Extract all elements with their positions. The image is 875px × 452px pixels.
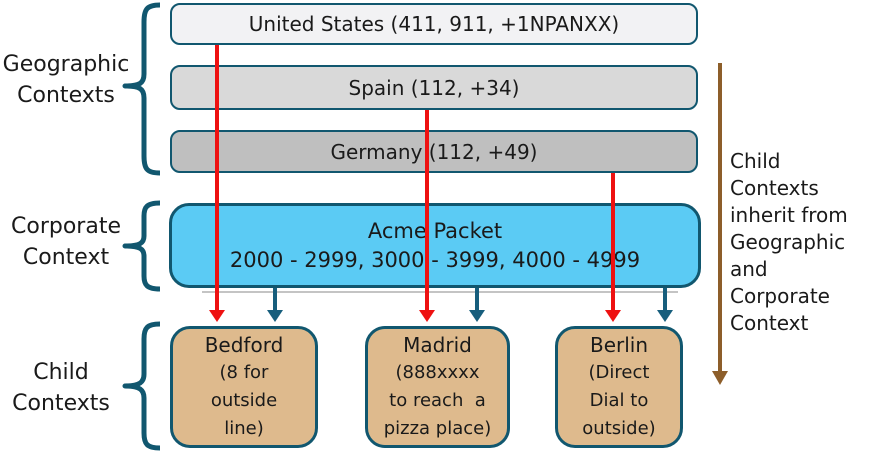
geographic-bar-germany: Germany (112, +49) — [170, 130, 698, 173]
corporate-box-extension-ranges: 2000 - 2999, 3000 - 3999, 4000 - 4999 — [229, 247, 641, 272]
child-brace-icon — [122, 321, 161, 451]
geographic-brace-icon — [122, 2, 161, 176]
geographic-bar-label: United States (411, 911, +1NPANXX) — [248, 12, 620, 36]
child-box-bedford: Bedford (8 for outside line) — [170, 326, 318, 448]
red-arrow-us-to-bedford-icon — [209, 45, 225, 322]
corporate-box-title: Acme Packet — [367, 218, 503, 243]
arrow-head — [657, 310, 673, 322]
geographic-bar-united-states: United States (411, 911, +1NPANXX) — [170, 3, 698, 45]
teal-arrow-corporate-to-madrid-icon — [469, 288, 485, 322]
geographic-bar-spain: Spain (112, +34) — [170, 65, 698, 110]
arrow-head — [419, 310, 435, 322]
child-box-detail: (Direct Dial to outside) — [582, 362, 656, 439]
child-box-detail: (8 for outside line) — [210, 362, 278, 439]
child-box-madrid: Madrid (888xxxx to reach a pizza place) — [365, 326, 510, 448]
arrow-stem — [611, 173, 615, 312]
red-arrow-spain-to-madrid-icon — [419, 110, 435, 322]
arrow-head — [712, 371, 728, 385]
label-corporate-context: Corporate Context — [11, 214, 121, 270]
corporate-brace-icon — [122, 200, 161, 292]
arrow-head — [209, 310, 225, 322]
arrow-stem — [425, 110, 429, 312]
child-box-title: Bedford — [204, 333, 284, 357]
red-arrow-germany-to-berlin-icon — [605, 173, 621, 322]
label-child-contexts: Child Contexts — [12, 360, 110, 416]
label-geographic-contexts: Geographic Contexts — [2, 52, 130, 108]
teal-arrow-corporate-to-berlin-icon — [657, 288, 673, 322]
inheritance-annotation: Child Contexts inherit from Geographic a… — [730, 149, 848, 335]
arrow-head — [267, 310, 283, 322]
corporate-context-box: Acme Packet 2000 - 2999, 3000 - 3999, 40… — [169, 203, 701, 288]
child-box-title: Madrid — [403, 333, 472, 357]
arrow-head — [469, 310, 485, 322]
child-box-detail: (888xxxx to reach a pizza place) — [383, 362, 492, 439]
arrow-stem — [663, 288, 667, 312]
brown-inheritance-arrow-icon — [712, 63, 728, 385]
geographic-bar-label: Spain (112, +34) — [348, 75, 520, 100]
arrow-head — [605, 310, 621, 322]
geographic-bar-label: Germany (112, +49) — [330, 139, 538, 164]
corporate-box-shadow — [202, 291, 678, 293]
arrow-stem — [215, 45, 219, 312]
teal-arrow-corporate-to-bedford-icon — [267, 288, 283, 322]
child-box-title: Berlin — [589, 333, 649, 357]
child-box-berlin: Berlin (Direct Dial to outside) — [555, 326, 683, 448]
arrow-stem — [273, 288, 277, 312]
arrow-stem — [475, 288, 479, 312]
arrow-stem — [718, 63, 722, 375]
